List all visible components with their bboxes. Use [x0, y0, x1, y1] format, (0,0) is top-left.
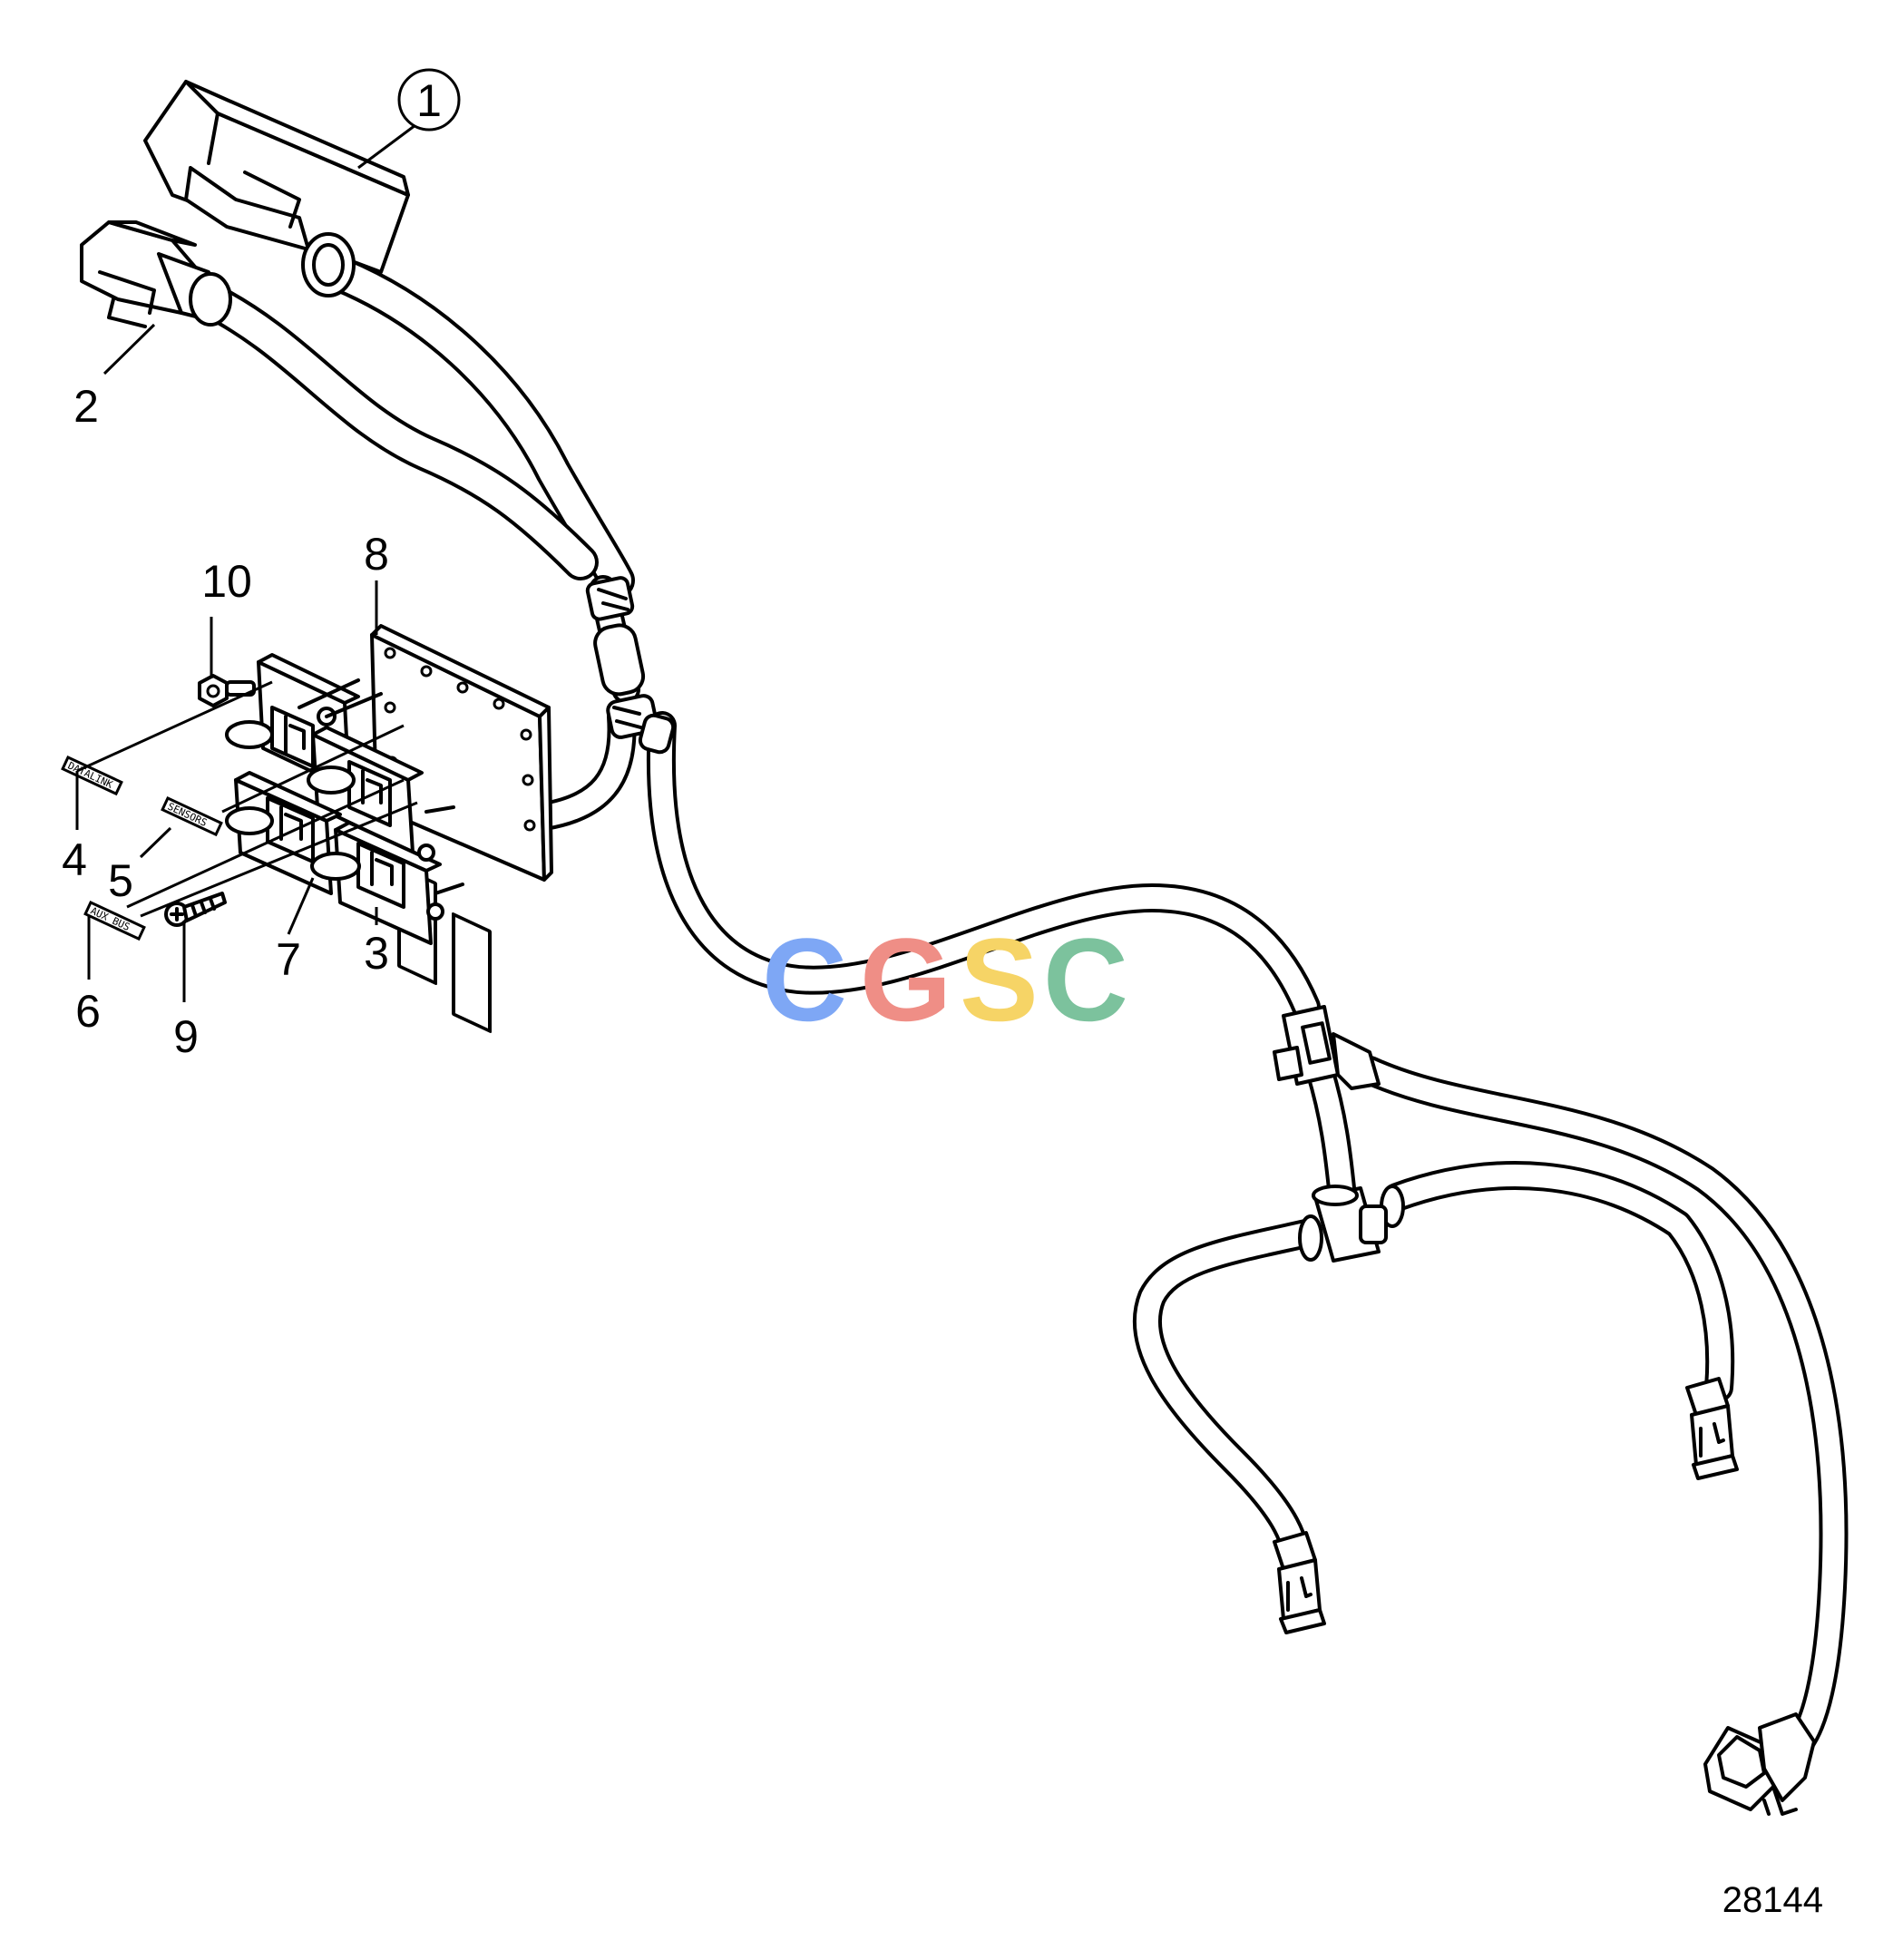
connector-2 [80, 220, 232, 328]
callout-6: 6 [75, 986, 101, 1037]
nut [198, 674, 256, 707]
watermark-letter-1: C [762, 913, 847, 1046]
terminal-right [1703, 1712, 1816, 1816]
watermark-letter-4: C [1043, 913, 1128, 1046]
callout-3: 3 [364, 928, 389, 979]
tag-aux-bus: AUX BUS [83, 901, 146, 941]
terminal-middle [1685, 1377, 1739, 1480]
callout-1-circle [397, 68, 461, 132]
terminal-connectors [1273, 1377, 1816, 1816]
callout-1: 1 [416, 75, 442, 126]
callout-5: 5 [108, 855, 133, 906]
watermark-letter-3: S [960, 913, 1039, 1046]
terminal-left [1273, 1531, 1326, 1634]
watermark-letter-2: G [860, 913, 951, 1046]
callout-2: 2 [73, 381, 99, 432]
leader-lines [75, 123, 418, 1002]
callout-9: 9 [173, 1011, 199, 1062]
callouts: 1 2 3 4 5 6 7 8 9 10 [62, 68, 461, 1062]
watermark-logo: C G S C [762, 913, 1128, 1046]
cover-cap [310, 852, 361, 881]
cable-branch-middle [1382, 1161, 1735, 1402]
connector-1 [143, 80, 410, 297]
panel-assembly [164, 624, 553, 1034]
callout-7: 7 [276, 934, 301, 985]
braided-sleeve [585, 576, 676, 755]
callout-4: 4 [62, 834, 87, 885]
screw [164, 892, 227, 927]
junctions [1273, 1005, 1405, 1263]
callout-10: 10 [201, 556, 252, 607]
drawing-number: 28144 [1722, 1880, 1823, 1920]
callout-8: 8 [364, 529, 389, 580]
